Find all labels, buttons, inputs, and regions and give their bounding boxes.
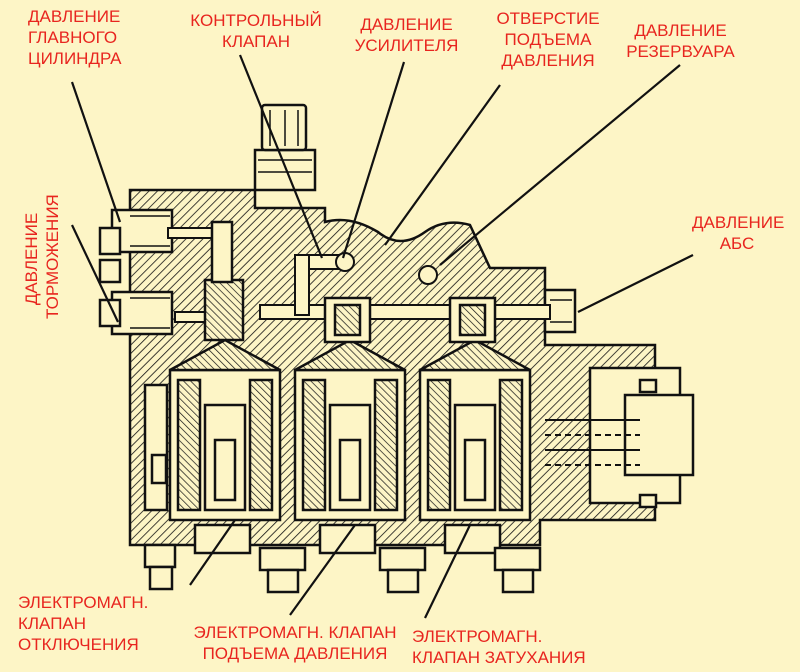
label-line: ЦИЛИНДРА: [28, 49, 122, 68]
label-line: ДАВЛЕНИЕ: [634, 21, 727, 40]
label-line: ПОДЪЕМА: [504, 30, 592, 49]
label-line: ДАВЛЕНИЕ: [360, 15, 453, 34]
label-line: РЕЗЕРВУАРА: [626, 42, 735, 61]
label-line: ПОДЪЕМА ДАВЛЕНИЯ: [202, 644, 388, 663]
label-line: ОТВЕРСТИЕ: [496, 9, 600, 28]
label-line: ОТКЛЮЧЕНИЯ: [18, 635, 139, 654]
label-reservoir-pressure: ДАВЛЕНИЕ РЕЗЕРВУАРА: [618, 20, 743, 62]
label-line: ЭЛЕКТРОМАГН.: [18, 593, 149, 612]
bottom-bolts: [143, 543, 542, 594]
label-line: ДАВЛЕНИЕ: [22, 212, 41, 306]
label-pressure-rise-orifice: ОТВЕРСТИЕ ПОДЪЕМА ДАВЛЕНИЯ: [488, 8, 608, 71]
solenoid-bores: [143, 220, 532, 555]
label-decay-solenoid: ЭЛЕКТРОМАГН. КЛАПАН ЗАТУХАНИЯ: [412, 626, 586, 668]
label-master-cylinder-pressure: ДАВЛЕНИЕ ГЛАВНОГО ЦИЛИНДРА: [28, 6, 122, 69]
label-line: АБС: [719, 234, 755, 253]
label-line: ДАВЛЕНИЕ: [692, 213, 785, 232]
leader-lines: [70, 54, 694, 619]
label-abs-pressure: ДАВЛЕНИЕ АБС: [692, 212, 785, 254]
left-ports: [98, 208, 174, 336]
label-line: КОНТРОЛЬНЫЙ: [190, 11, 322, 30]
label-line: ДАВЛЕНИЕ: [28, 7, 121, 26]
label-rise-solenoid: ЭЛЕКТРОМАГН. КЛАПАН ПОДЪЕМА ДАВЛЕНИЯ: [190, 622, 400, 664]
label-line: ЭЛЕКТРОМАГН.: [412, 627, 543, 646]
label-brake-pressure: ДАВЛЕНИЕ ТОРМОЖЕНИЯ: [21, 194, 63, 319]
solenoid-bore-3: [418, 296, 532, 555]
label-line: ТОРМОЖЕНИЯ: [43, 194, 62, 319]
label-line: ДАВЛЕНИЯ: [501, 51, 595, 70]
electrical-connector: [543, 288, 695, 509]
label-cutoff-solenoid: ЭЛЕКТРОМАГН. КЛАПАН ОТКЛЮЧЕНИЯ: [18, 592, 148, 655]
label-line: КЛАПАН ЗАТУХАНИЯ: [412, 648, 586, 667]
label-line: КЛАПАН: [221, 32, 291, 51]
solenoid-bore-1: [168, 220, 282, 555]
label-line: КЛАПАН: [18, 614, 87, 633]
solenoid-bore-2: [293, 296, 407, 555]
label-line: УСИЛИТЕЛЯ: [354, 36, 459, 55]
label-check-valve: КОНТРОЛЬНЫЙ КЛАПАН: [176, 10, 336, 52]
label-booster-pressure: ДАВЛЕНИЕ УСИЛИТЕЛЯ: [344, 14, 469, 56]
label-line: ГЛАВНОГО: [28, 28, 118, 47]
label-line: ЭЛЕКТРОМАГН. КЛАПАН: [193, 623, 397, 642]
